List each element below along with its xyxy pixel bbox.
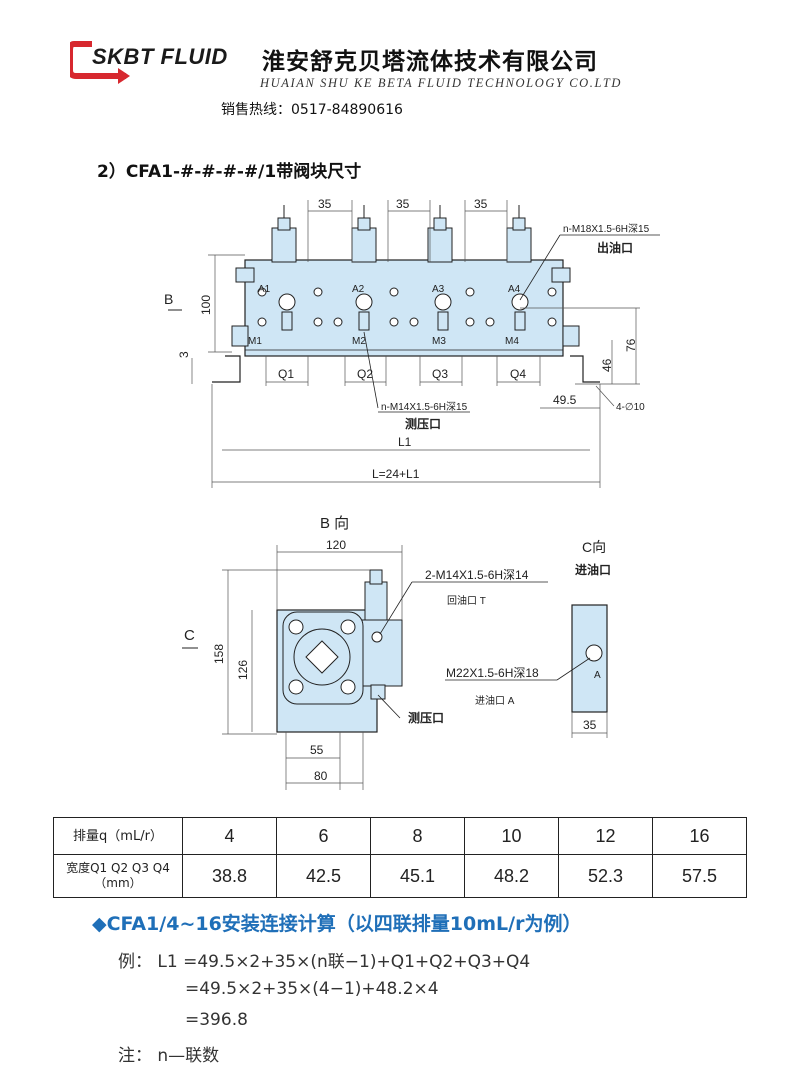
valve-stack-2 [351,205,377,263]
calc-line-3: =396.8 [185,1010,248,1030]
dim-49-5: 49.5 [553,393,577,407]
side-valve-knob [369,569,383,585]
displacement-width-table: 排量q（mL/r） 4 6 8 10 12 16 宽度Q1 Q2 Q3 Q4 （… [53,817,747,898]
calc-note: 注： n—联数 [118,1046,220,1066]
table-head-width: 宽度Q1 Q2 Q3 Q4 （mm） [53,854,183,898]
port-label-a3: A3 [432,284,445,295]
c-view-title: C向 [582,539,606,555]
company-name-en: HUAIAN SHU KE BETA FLUID TECHNOLOGY CO.L… [260,76,623,90]
logo-mark [67,41,130,84]
outlet-port-label: 出油口 [597,240,633,255]
logo-text: SKBT FLUID [92,44,228,69]
side-valve-body [357,619,403,687]
dim-35-b: 35 [396,197,410,211]
dim-q1: Q1 [278,367,294,381]
table-cell: 48.2 [464,854,559,898]
dim-76: 76 [624,338,638,352]
side-view-title: B 向 [320,515,349,532]
table-cell: 57.5 [652,854,747,898]
calc-title: ◆CFA1/4~16安装连接计算（以四联排量10mL/r为例） [92,913,582,935]
table-cell: 52.3 [558,854,653,898]
dim-35-a: 35 [318,197,332,211]
c-view-subtitle: 进油口 [575,562,611,577]
front-view-drawing: A1 A2 A3 A4 M1 M2 M3 M4 35 35 35 100 3 B… [164,197,660,488]
dim-total-length: L=24+L1 [372,467,420,481]
side-gauge-label: 测压口 [408,710,444,725]
valve-stack-3 [427,205,453,263]
table-head-width-line2: （mm） [94,876,142,890]
gauge-port-label: 测压口 [405,416,441,431]
view-marker-b: B [164,291,173,307]
dim-holes: 4-∅10 [616,402,645,413]
port-label-a2: A2 [352,284,365,295]
port-label-m2: M2 [352,336,366,347]
table-cell: 38.8 [182,854,277,898]
side-valve-cap [364,581,388,621]
table-cell: 16 [652,817,747,855]
valve-stack-4 [506,205,532,263]
table-cell: 42.5 [276,854,371,898]
dim-55: 55 [310,743,324,757]
c-view-drawing: C向 进油口 A M22X1.5-6H深18 进油口 A 35 [445,539,611,738]
dim-3: 3 [177,351,191,358]
dim-35-c: 35 [474,197,488,211]
table-cell: 12 [558,817,653,855]
block-lug [551,267,571,283]
table-row: 排量q（mL/r） 4 6 8 10 12 16 [53,817,747,855]
block-lug [235,267,255,283]
inlet-port-label: 进油口 A [475,694,515,707]
table-cell: 8 [370,817,465,855]
dim-l1: L1 [398,435,412,449]
block-lug [231,325,249,347]
block-lug [562,325,580,347]
table-head-displacement: 排量q（mL/r） [53,817,183,855]
outlet-thread-callout: n-M18X1.5-6H深15 [563,223,650,235]
calc-line-2: =49.5×2+35×(4−1)+48.2×4 [185,979,439,999]
port-label-m1: M1 [248,336,262,347]
return-thread-callout: 2-M14X1.5-6H深14 [425,568,529,582]
table-row: 宽度Q1 Q2 Q3 Q4 （mm） 38.8 42.5 45.1 48.2 5… [53,854,747,898]
company-logo [67,36,220,88]
calc-line-1: 例： L1 =49.5×2+35×(n联−1)+Q1+Q2+Q3+Q4 [118,952,531,972]
sales-hotline: 销售热线：0517-84890616 [221,102,403,118]
dim-126: 126 [236,660,250,680]
dim-q3: Q3 [432,367,448,381]
manifold-block [244,259,564,357]
mount-bracket-right [570,355,600,383]
table-cell: 4 [182,817,277,855]
dim-100: 100 [199,295,213,315]
dim-80: 80 [314,769,328,783]
c-view-port: A [594,670,601,681]
table-cell: 10 [464,817,559,855]
dim-158: 158 [212,644,226,664]
c-view-inlet [585,644,603,662]
valve-stack-1 [271,205,297,263]
dim-q4: Q4 [510,367,526,381]
side-gauge-fitting [370,684,386,700]
dim-q2: Q2 [357,367,373,381]
side-view-drawing: B 向 120 158 126 55 80 C 2-M14X1.5-6H深14 … [182,515,548,790]
return-port-label: 回油口 T [447,594,486,607]
inlet-thread-callout: M22X1.5-6H深18 [446,666,539,680]
port-label-a4: A4 [508,284,521,295]
table-cell: 45.1 [370,854,465,898]
dim-120: 120 [326,538,346,552]
table-cell: 6 [276,817,371,855]
view-marker-c: C [184,627,195,644]
port-label-a1: A1 [258,284,271,295]
gauge-thread-callout: n-M14X1.5-6H深15 [381,401,468,413]
section-title: 2）CFA1-#-#-#-#/1带阀块尺寸 [97,162,362,182]
table-head-width-line1: 宽度Q1 Q2 Q3 Q4 [66,861,170,875]
c-view-block [571,604,608,713]
c-view-dim-35: 35 [583,718,597,732]
port-label-m4: M4 [505,336,519,347]
port-label-m3: M3 [432,336,446,347]
brand-mark-icon [305,640,339,674]
dim-46: 46 [600,358,614,372]
mount-bracket-left [212,355,241,383]
company-name-cn: 淮安舒克贝塔流体技术有限公司 [262,49,598,75]
